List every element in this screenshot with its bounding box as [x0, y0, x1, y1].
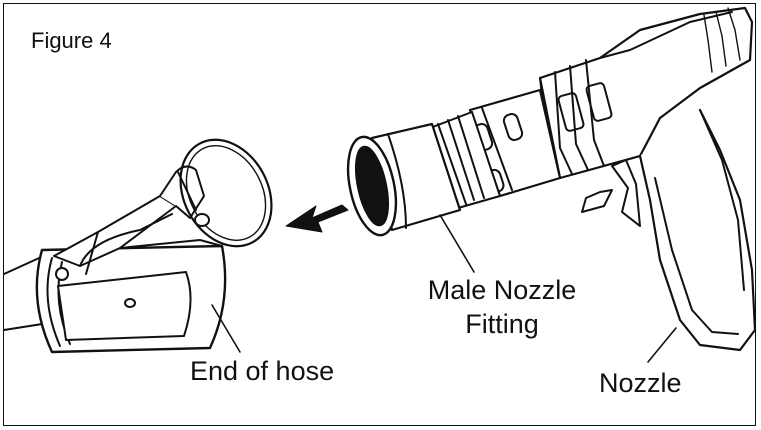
- label-male-nozzle-fitting-line2: Fitting: [465, 309, 539, 339]
- label-nozzle: Nozzle: [599, 368, 682, 398]
- label-male-nozzle-fitting-line1: Male Nozzle: [427, 275, 577, 305]
- figure-frame: [3, 3, 756, 426]
- leader-end-of-hose: [211, 304, 241, 353]
- figure-title: Figure 4: [31, 28, 112, 53]
- leader-male-nozzle-fitting: [439, 214, 475, 273]
- label-male-nozzle-fitting: Male Nozzle Fitting: [418, 277, 586, 345]
- leader-nozzle: [647, 327, 677, 363]
- label-end-of-hose: End of hose: [190, 356, 335, 386]
- nozzle-illustration: [346, 6, 757, 352]
- direction-arrow: [285, 204, 349, 233]
- hose-end-illustration: [3, 138, 273, 354]
